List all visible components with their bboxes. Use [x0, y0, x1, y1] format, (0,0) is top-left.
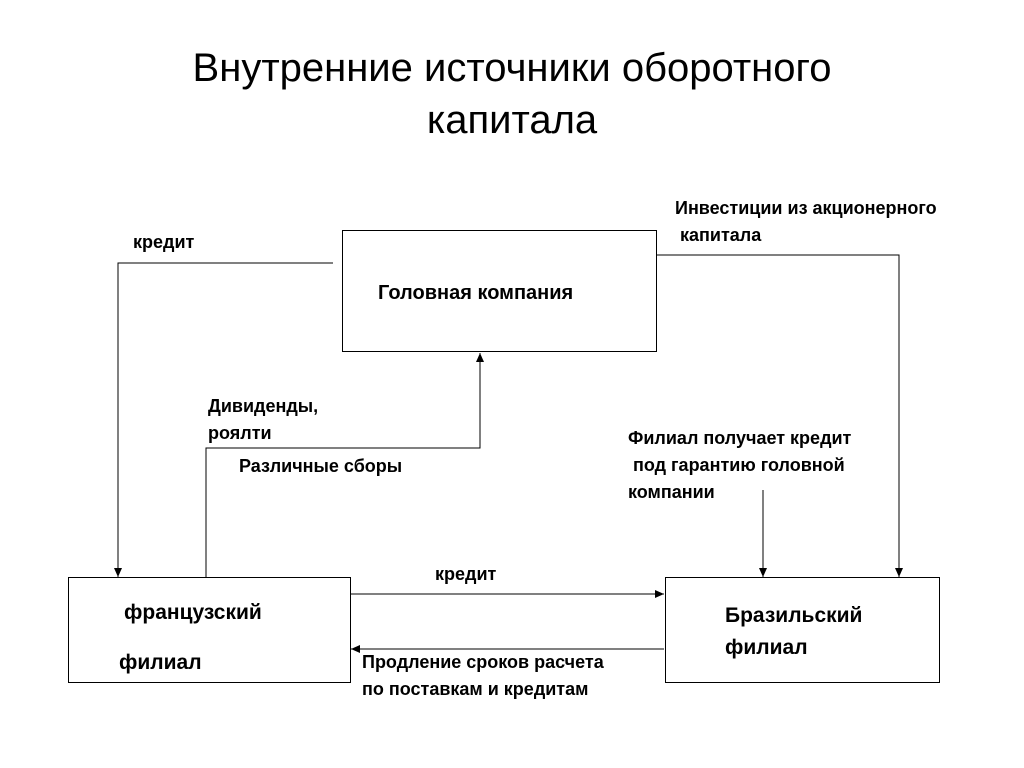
- guarantee-label-1: Филиал получает кредит: [628, 428, 852, 448]
- guarantee-label-3: компании: [628, 482, 715, 502]
- page-title: Внутренние источники оборотного капитала: [0, 42, 1024, 146]
- head-company-label: Головная компания: [378, 282, 574, 304]
- title-line-2: капитала: [426, 98, 598, 142]
- dividends-arrow: [205, 353, 484, 577]
- title-line-1: Внутренние источники оборотного: [192, 46, 832, 90]
- credit-bottom-label: кредит: [435, 564, 497, 584]
- investments-arrow: [657, 254, 903, 577]
- brazil-branch-box: Бразильский филиал: [665, 577, 940, 683]
- credit-left-label: кредит: [133, 232, 195, 252]
- dividends-label-1: Дивиденды,: [208, 396, 319, 416]
- french-branch-label-1: французский: [124, 601, 262, 624]
- credit-left-arrow: [114, 262, 333, 577]
- dividends-label-2: роялти: [208, 423, 272, 443]
- brazil-branch-label-1: Бразильский: [725, 604, 863, 627]
- french-branch-box: французский филиал: [68, 577, 351, 683]
- investments-label-2: капитала: [675, 225, 762, 245]
- french-branch-label-2: филиал: [119, 651, 202, 674]
- brazil-branch-label-2: филиал: [725, 636, 808, 659]
- guarantee-label-2: под гарантию головной: [628, 455, 845, 475]
- investments-label-1: Инвестиции из акционерного: [675, 198, 937, 218]
- head-company-box: Головная компания: [342, 230, 657, 352]
- extension-label-1: Продление сроков расчета: [362, 652, 604, 672]
- fees-label: Различные сборы: [239, 456, 403, 476]
- extension-label-2: по поставкам и кредитам: [362, 679, 589, 699]
